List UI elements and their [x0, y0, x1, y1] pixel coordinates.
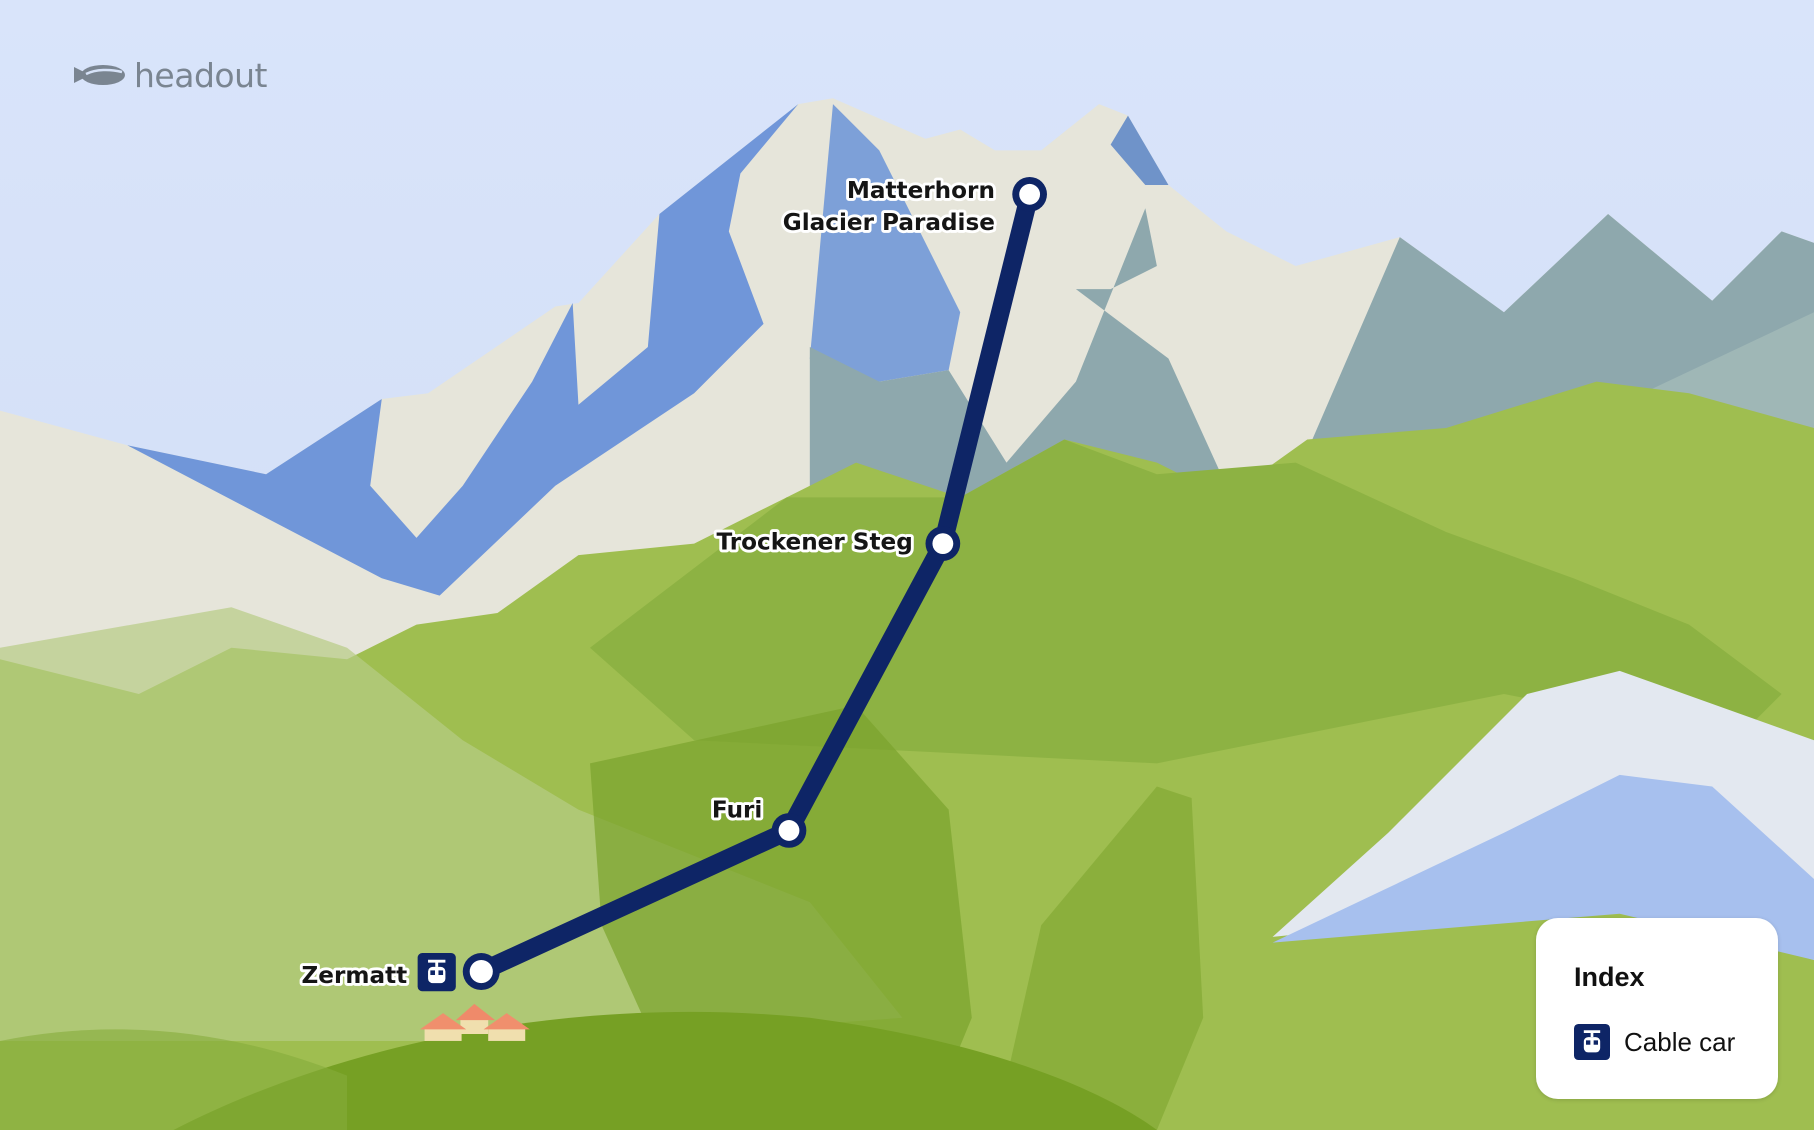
cable-car-route [472, 185, 1039, 981]
station-label-trockener-steg: Trockener Steg [717, 529, 913, 555]
legend-item-label: Cable car [1624, 1026, 1736, 1057]
cable-car-icon [1574, 1024, 1610, 1060]
foreground-hill [173, 1011, 1157, 1130]
legend-title: Index [1574, 962, 1645, 992]
cable-car-icon [417, 953, 456, 992]
village-houses [419, 1003, 530, 1041]
legend-index: Index Cable car [1536, 918, 1778, 1099]
headout-logo[interactable]: headout [72, 56, 267, 95]
foreground-left [0, 1029, 348, 1130]
logo-text: headout [134, 56, 267, 95]
mountain-blue-left [127, 104, 799, 596]
hill-dark-right [994, 786, 1204, 1130]
blimp-icon [74, 64, 125, 85]
station-matterhorn-marker[interactable] [1012, 176, 1047, 212]
snowfield-right-blue [1272, 774, 1814, 960]
hill-green-2 [590, 439, 1782, 764]
station-label-glacier-paradise: Glacier Paradise [783, 210, 995, 236]
station-label-matterhorn: Matterhorn [847, 178, 995, 204]
station-furi-marker[interactable] [771, 813, 807, 848]
station-trockener-steg-marker[interactable] [925, 526, 961, 561]
station-zermatt-marker[interactable] [462, 953, 500, 991]
mountain-blue-right [1110, 115, 1169, 186]
legend-item-cable-car: Cable car [1574, 1024, 1735, 1060]
station-label-zermatt: Zermatt [302, 963, 408, 989]
station-label-furi: Furi [712, 798, 762, 824]
